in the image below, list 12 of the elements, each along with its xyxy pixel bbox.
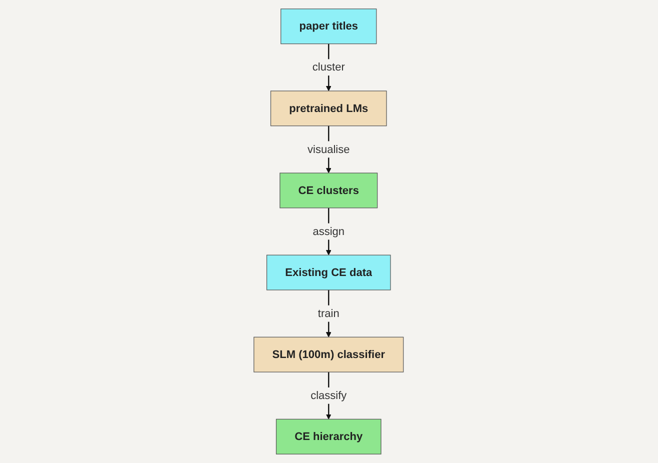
- node-box: paper titles: [280, 8, 378, 44]
- node-box: Existing CE data: [266, 254, 392, 290]
- arrow: [326, 290, 332, 338]
- edge-label: visualise: [308, 143, 350, 156]
- node-box: CE hierarchy: [276, 418, 382, 454]
- node-box: CE clusters: [280, 172, 378, 208]
- edge-label: classify: [310, 389, 348, 402]
- edge-label: assign: [313, 225, 345, 238]
- edge-label: train: [318, 307, 340, 320]
- node-box: pretrained LMs: [270, 90, 388, 126]
- node-box: SLM (100m) classifier: [254, 336, 404, 372]
- edge-label: cluster: [312, 60, 346, 74]
